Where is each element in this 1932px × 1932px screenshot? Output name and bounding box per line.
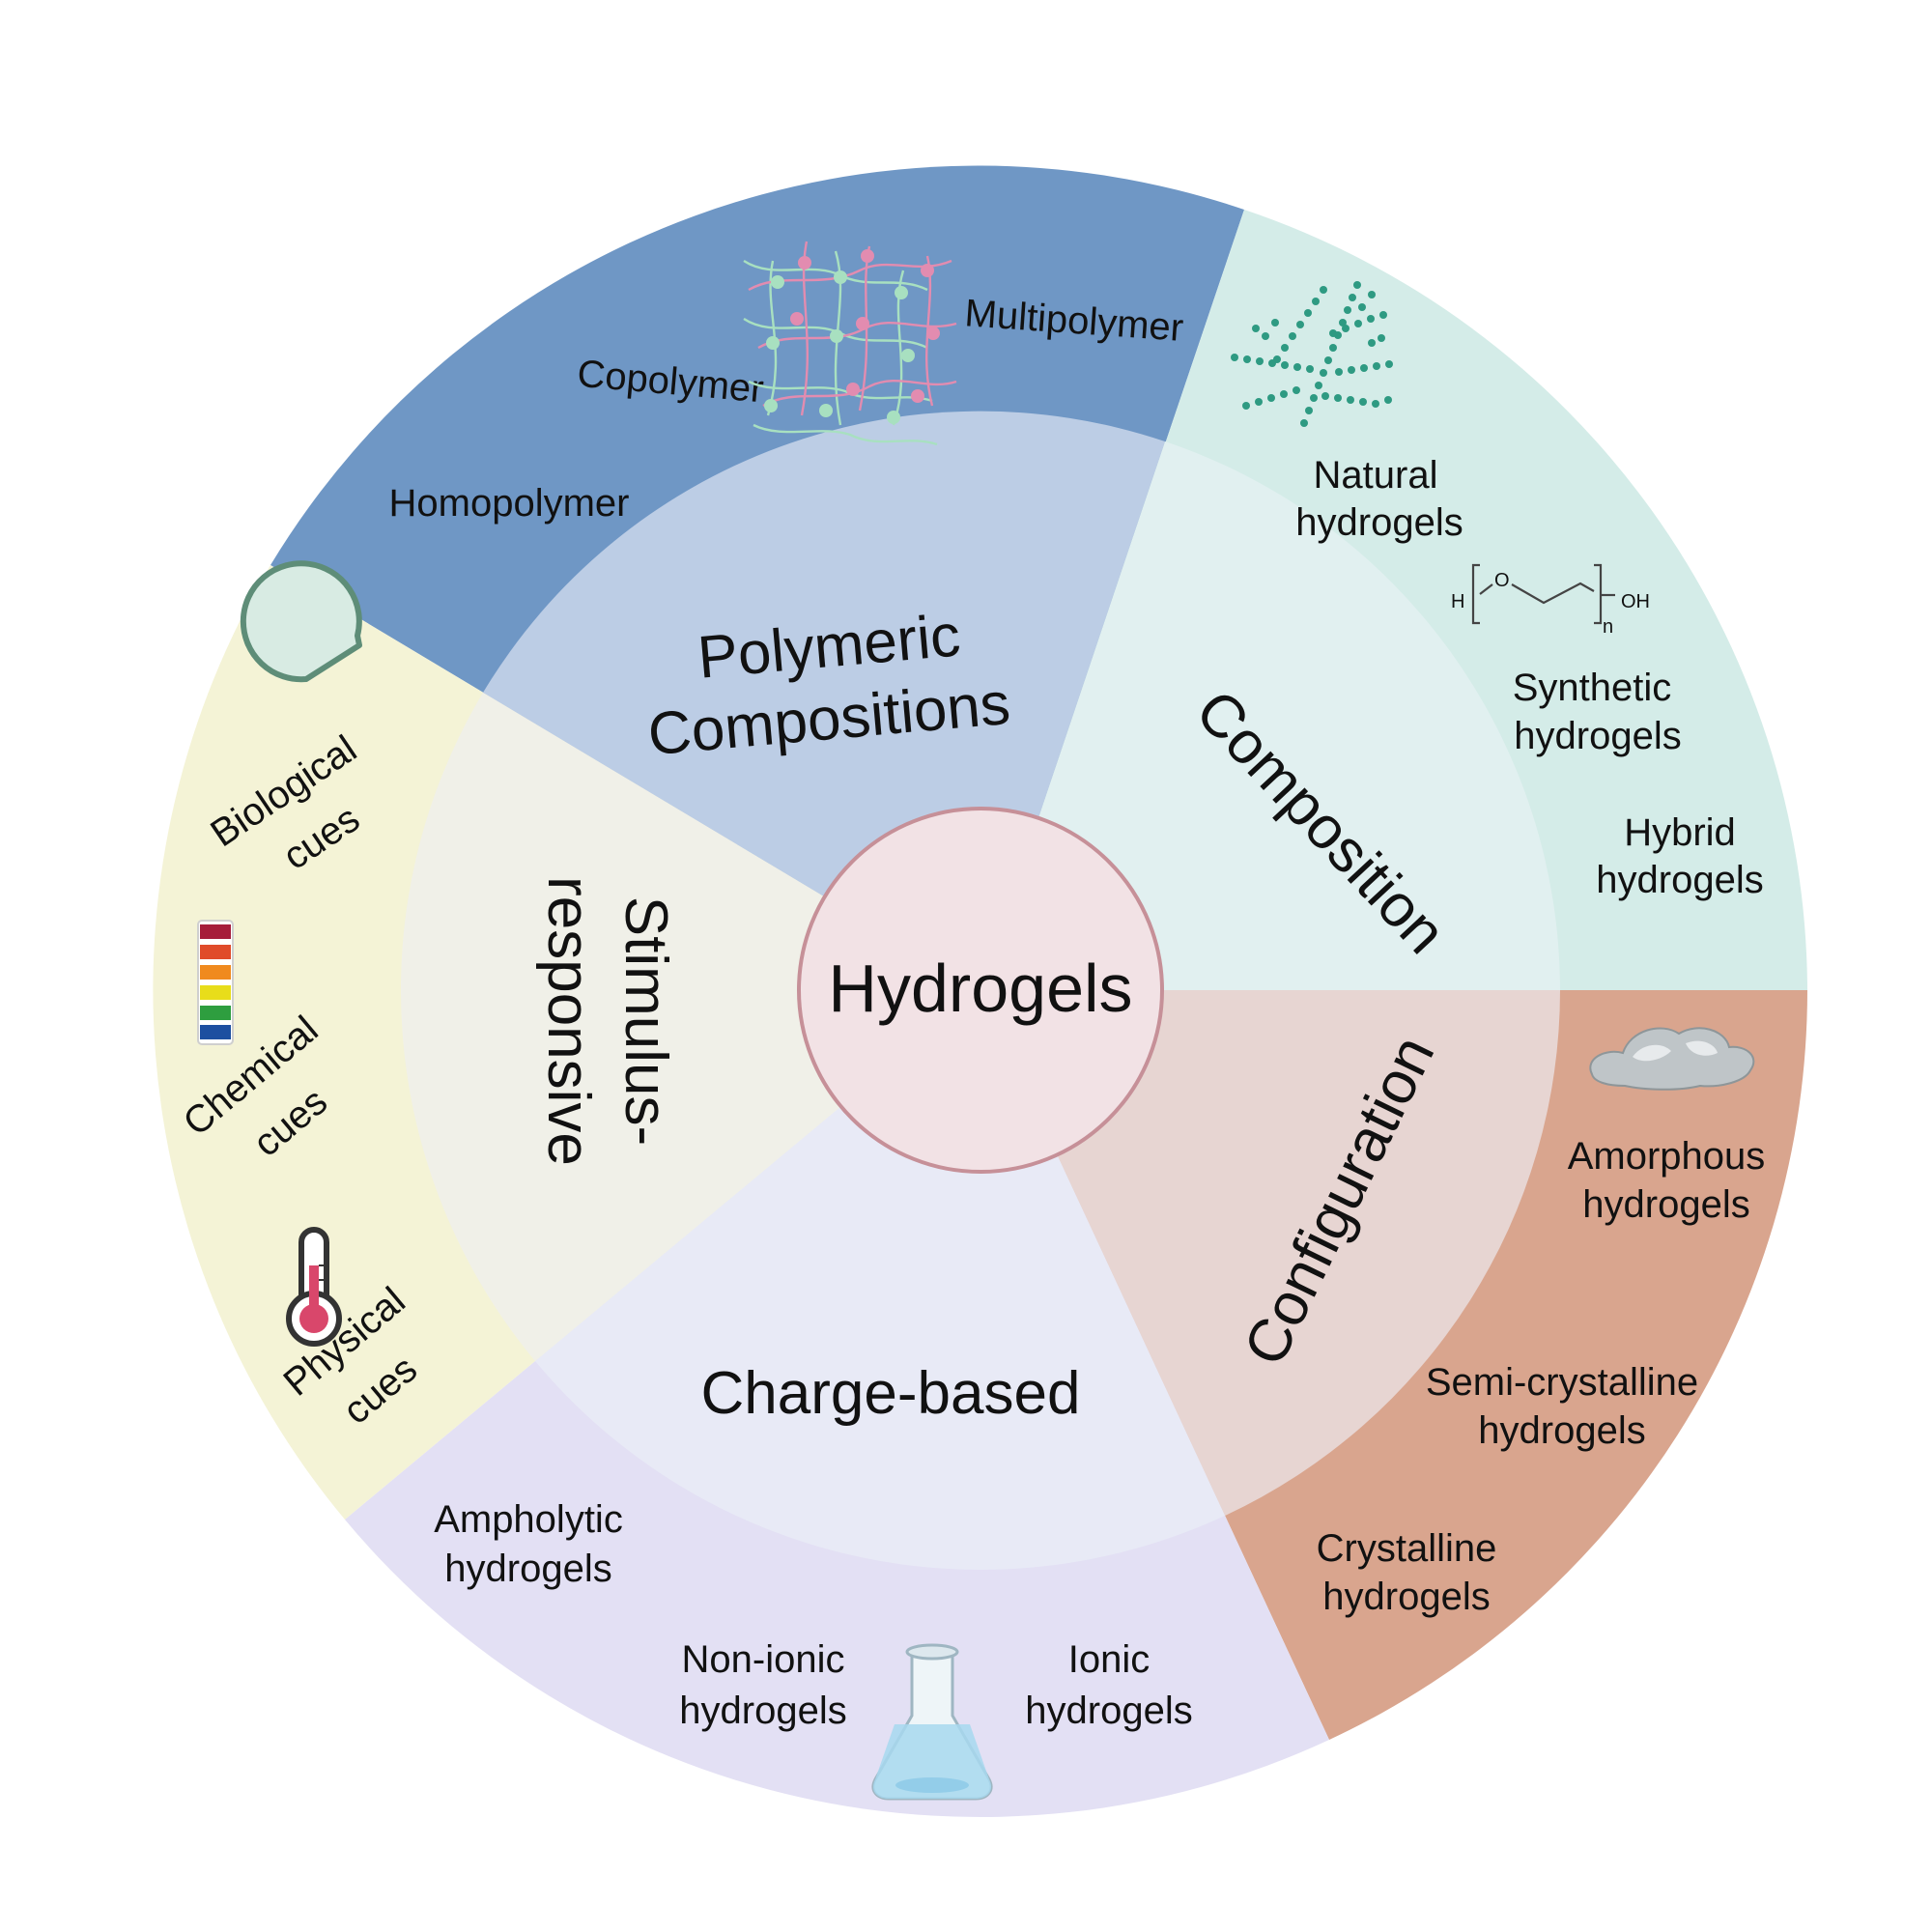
ampholytic-hydrogels-line2: hydrogels bbox=[444, 1548, 611, 1590]
semi-crystalline-line1: Semi-crystalline bbox=[1426, 1361, 1698, 1404]
peg-n: n bbox=[1603, 616, 1613, 638]
semi-crystalline-line2: hydrogels bbox=[1478, 1409, 1645, 1452]
amorphous-hydrogels-line1: Amorphous bbox=[1568, 1135, 1766, 1178]
stimulus-label-line2: responsive bbox=[535, 876, 602, 1166]
homopolymer-label: Homopolymer bbox=[389, 482, 630, 525]
peg-oh: OH bbox=[1621, 591, 1650, 612]
amorphous-hydrogels-line2: hydrogels bbox=[1582, 1183, 1749, 1226]
center-label: Hydrogels bbox=[828, 951, 1132, 1026]
ionic-hydrogels-line2: hydrogels bbox=[1025, 1690, 1192, 1732]
crystalline-hydrogels-line2: hydrogels bbox=[1322, 1576, 1490, 1618]
branched-polymer-icon bbox=[1231, 281, 1393, 427]
peg-h: H bbox=[1451, 591, 1464, 612]
hybrid-hydrogels-line2: hydrogels bbox=[1596, 859, 1763, 901]
ionic-hydrogels-line1: Ionic bbox=[1068, 1638, 1151, 1681]
center-circle bbox=[797, 807, 1164, 1174]
peg-structure-icon bbox=[1471, 563, 1615, 625]
natural-hydrogels-line1: Natural bbox=[1314, 454, 1438, 497]
ph-strip-icon bbox=[197, 920, 234, 1045]
natural-hydrogels-line2: hydrogels bbox=[1295, 501, 1463, 544]
peg-o: O bbox=[1494, 570, 1510, 591]
configuration-inner-sector bbox=[980, 990, 1560, 1516]
charge-label: Charge-based bbox=[701, 1360, 1081, 1427]
synthetic-hydrogels-line2: hydrogels bbox=[1514, 715, 1681, 757]
stimulus-label-line1: Stimulus- bbox=[612, 896, 679, 1146]
polymer-network-icon bbox=[743, 241, 957, 446]
pacman-enzyme-icon bbox=[240, 560, 362, 683]
non-ionic-hydrogels-line2: hydrogels bbox=[679, 1690, 846, 1732]
amorphous-gel-icon bbox=[1589, 1027, 1755, 1091]
stimulus-inner-sector bbox=[400, 693, 980, 1361]
synthetic-hydrogels-line1: Synthetic bbox=[1513, 667, 1672, 709]
charge-inner-sector bbox=[535, 990, 1225, 1570]
ampholytic-hydrogels-line1: Ampholytic bbox=[434, 1498, 623, 1541]
hybrid-hydrogels-line1: Hybrid bbox=[1624, 811, 1736, 854]
thermometer-icon bbox=[286, 1227, 342, 1347]
non-ionic-hydrogels-line1: Non-ionic bbox=[682, 1638, 845, 1681]
flask-icon bbox=[871, 1643, 993, 1801]
composition-inner-sector bbox=[980, 441, 1560, 990]
crystalline-hydrogels-line1: Crystalline bbox=[1317, 1527, 1497, 1570]
